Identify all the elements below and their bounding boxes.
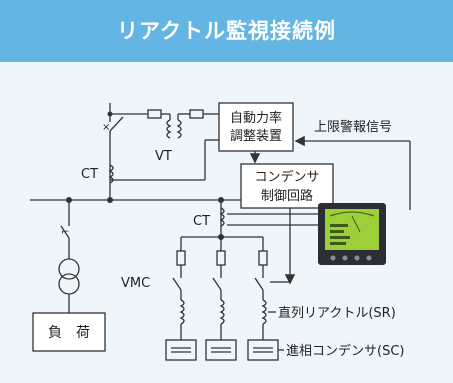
transformer-primary xyxy=(58,258,80,280)
load-box xyxy=(32,312,106,352)
main-ct-label: CT xyxy=(81,167,98,182)
branch3-fuse xyxy=(258,250,268,266)
load-switch xyxy=(60,225,70,239)
load-label: 負 荷 xyxy=(48,325,90,341)
cap-control-box xyxy=(240,163,334,209)
vt-fuse-right xyxy=(189,109,204,119)
load-switch-mark: ⌐ xyxy=(61,227,69,238)
branch3-series-reactor xyxy=(261,299,267,325)
feeder-switch xyxy=(109,116,124,132)
cap-control-label-line2: 制御回路 xyxy=(261,188,313,204)
junction-dot-feeder xyxy=(107,197,113,203)
junction-dot-capbank xyxy=(218,197,224,203)
series-reactor-label: 直列リアクトル(SR) xyxy=(278,306,396,321)
branch1-fuse xyxy=(176,250,186,266)
vt-label: VT xyxy=(155,149,172,164)
diagram-title: リアクトル監視接続例 xyxy=(117,19,336,43)
branch1-series-reactor xyxy=(179,299,185,325)
auto-pf-controller-box xyxy=(218,102,294,152)
cap-control-label-line1: コンデンサ xyxy=(254,169,319,185)
auto-pf-label-line2: 調整装置 xyxy=(230,129,282,144)
auto-pf-label-line1: 自動力率 xyxy=(230,110,282,126)
vt-fuse-left xyxy=(147,109,162,119)
junction-dot-load xyxy=(66,197,72,203)
monitoring-meter xyxy=(318,203,386,265)
vt-secondary-coil xyxy=(176,119,182,139)
transformer-secondary xyxy=(58,273,80,295)
branch2-series-reactor xyxy=(219,299,225,325)
junction-dot-vt xyxy=(107,111,113,117)
upper-limit-alarm-label: 上限警報信号 xyxy=(314,119,392,135)
branch-ct-coil xyxy=(219,207,225,227)
branch2-fuse xyxy=(216,250,226,266)
vmc-label: VMC xyxy=(121,276,150,291)
title-banner xyxy=(0,0,453,62)
branch2-vmc-contact xyxy=(212,277,222,291)
switch-x-mark: × xyxy=(102,122,110,133)
branch-ct-label: CT xyxy=(193,214,210,229)
branch1-vmc-contact xyxy=(172,277,182,291)
vt-primary-coil xyxy=(166,119,172,139)
branch3-vmc-contact xyxy=(254,277,264,291)
junction-dot-capbus xyxy=(218,234,224,240)
phase-capacitor-label: 進相コンデンサ(SC) xyxy=(286,343,404,359)
